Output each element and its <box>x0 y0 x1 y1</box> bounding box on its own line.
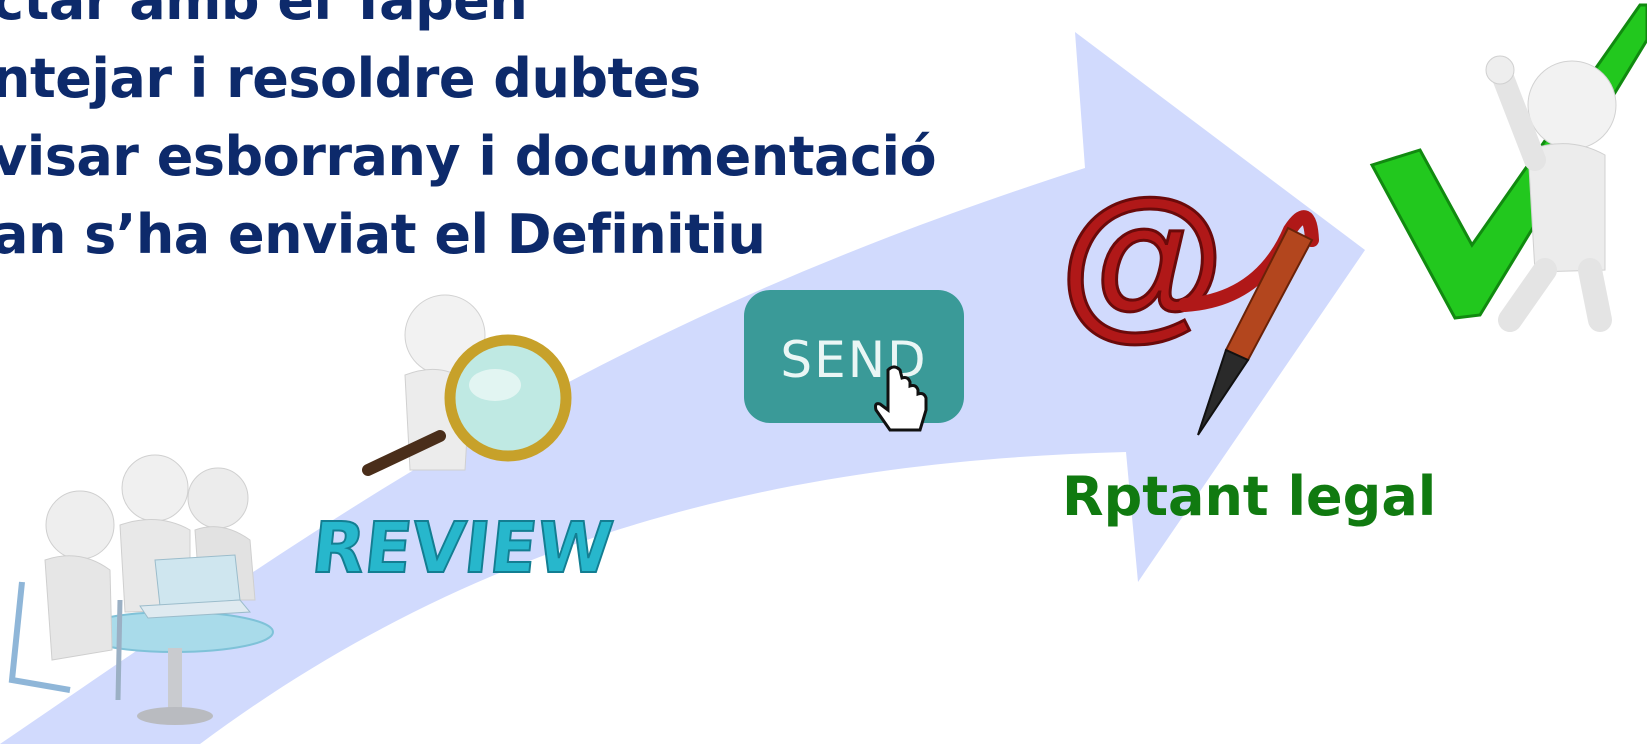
step-item: visar esborrany i documentació <box>0 125 937 188</box>
cursor-hand-icon <box>874 365 928 432</box>
pen-icon <box>1197 226 1314 436</box>
step-list: ctar amb el Tapen ntejar i resoldre dubt… <box>0 0 937 274</box>
step-item: ntejar i resoldre dubtes <box>0 47 701 110</box>
send-button-graphic: SEND <box>744 290 964 423</box>
magnifier-figure-icon <box>362 294 572 476</box>
signer-caption: Rptant legal <box>1062 465 1436 528</box>
email-signature-icon: @ <box>1058 164 1319 436</box>
at-sign-icon: @ <box>1059 165 1225 355</box>
cheering-figure-icon <box>1485 55 1617 332</box>
checkmark-icon <box>1369 3 1647 320</box>
step-item: an s’ha enviat el Definitiu <box>0 203 766 266</box>
process-arrow <box>0 32 1365 744</box>
review-word: REVIEW <box>308 507 617 589</box>
step-item: ctar amb el Tapen <box>0 0 528 32</box>
meeting-figures-icon <box>8 454 274 725</box>
